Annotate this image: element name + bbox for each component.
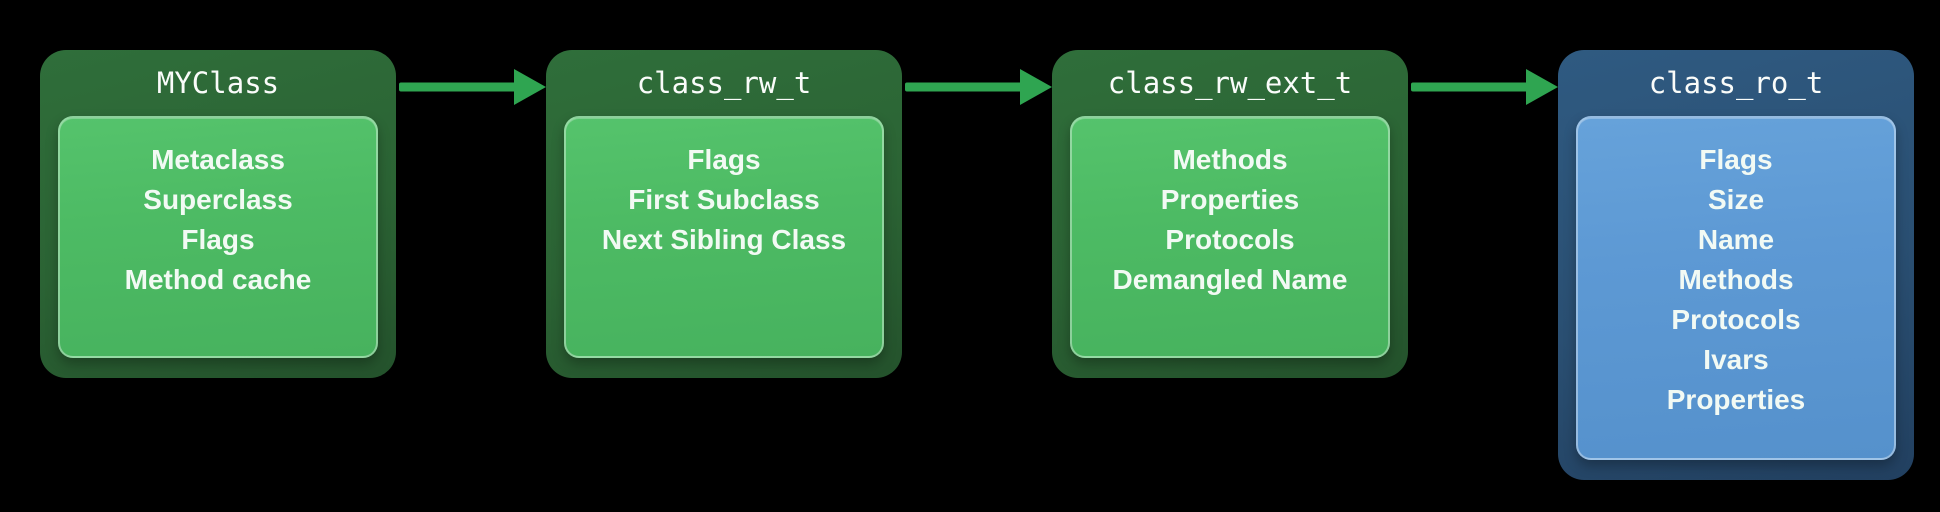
node-item: Ivars <box>1703 344 1769 375</box>
node-item: Flags <box>181 224 255 255</box>
node-item: Properties <box>1160 184 1300 215</box>
node-body: Flags Size Name Methods Protocols Ivars … <box>1576 116 1896 460</box>
node-title: class_ro_t <box>1648 66 1824 100</box>
node-item: First Subclass <box>628 184 820 215</box>
arrow-right-icon <box>396 69 546 105</box>
node-item: Name <box>1697 224 1775 255</box>
node-myclass: MYClass Metaclass Superclass Flags Metho… <box>40 50 396 378</box>
node-class-ro-t: class_ro_t Flags Size Name Methods Proto… <box>1558 50 1914 480</box>
node-title: MYClass <box>156 66 280 100</box>
node-body: Metaclass Superclass Flags Method cache <box>58 116 378 358</box>
node-item: Method cache <box>124 264 312 295</box>
node-class-rw-t: class_rw_t Flags First Subclass Next Sib… <box>546 50 902 378</box>
arrow-head <box>1020 69 1052 105</box>
node-item: Next Sibling Class <box>601 224 847 255</box>
node-title: class_rw_t <box>636 66 812 100</box>
arrow-shaft <box>399 82 516 92</box>
node-item: Methods <box>1678 264 1794 295</box>
node-title: class_rw_ext_t <box>1107 66 1353 100</box>
node-body: Flags First Subclass Next Sibling Class <box>564 116 884 358</box>
node-item: Protocols <box>1671 304 1801 335</box>
node-item: Metaclass <box>151 144 285 175</box>
arrow-right-icon <box>1408 69 1558 105</box>
node-item: Methods <box>1172 144 1288 175</box>
arrow-right-icon <box>902 69 1052 105</box>
node-item: Protocols <box>1165 224 1295 255</box>
node-class-rw-ext-t: class_rw_ext_t Methods Properties Protoc… <box>1052 50 1408 378</box>
node-body: Methods Properties Protocols Demangled N… <box>1070 116 1390 358</box>
arrow-head <box>514 69 546 105</box>
arrow-shaft <box>905 82 1022 92</box>
node-item: Flags <box>1699 144 1773 175</box>
node-item: Superclass <box>143 184 293 215</box>
node-item: Flags <box>687 144 761 175</box>
arrow-shaft <box>1411 82 1528 92</box>
node-item: Properties <box>1666 384 1806 415</box>
node-item: Size <box>1707 184 1765 215</box>
node-item: Demangled Name <box>1112 264 1348 295</box>
arrow-head <box>1526 69 1558 105</box>
